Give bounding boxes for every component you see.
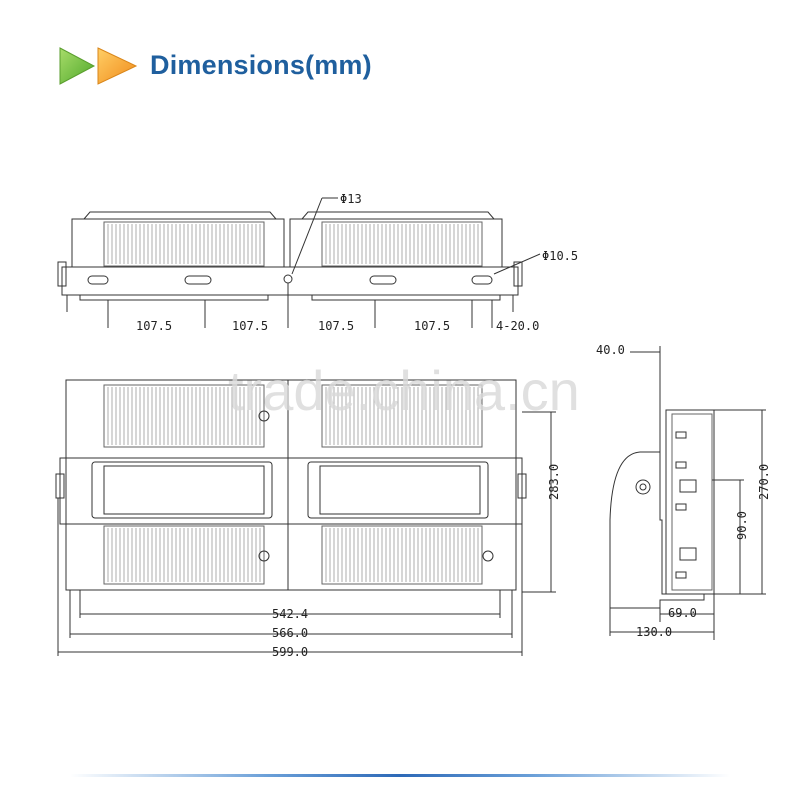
spacing-label-2: 107.5 — [232, 319, 268, 333]
side-view — [609, 346, 766, 640]
hole-label-13: Φ13 — [340, 192, 362, 206]
spacing-label-1: 107.5 — [136, 319, 172, 333]
hole-label-10-5: Φ10.5 — [542, 249, 578, 263]
width-label-1: 542.4 — [272, 607, 308, 621]
heatsink-fins — [325, 528, 479, 582]
heatsink-fins — [325, 387, 479, 445]
side-offset-label: 40.0 — [596, 343, 625, 357]
top-view — [57, 197, 541, 328]
front-view — [55, 379, 556, 656]
heatsink-fins — [107, 528, 261, 582]
footer-divider — [70, 774, 730, 777]
width-label-3: 599.0 — [272, 645, 308, 659]
page-title: Dimensions(mm) — [150, 50, 372, 80]
watermark-text: trade.china.cn — [228, 359, 580, 422]
side-depth-inner-label: 69.0 — [668, 606, 697, 620]
heatsink-fins — [325, 224, 479, 264]
side-depth-total-label: 130.0 — [636, 625, 672, 639]
heatsink-fins — [107, 387, 261, 445]
side-height-label: 270.0 — [757, 464, 771, 500]
heatsink-fins — [107, 224, 261, 264]
side-lower-height-label: 90.0 — [735, 511, 749, 540]
spacing-label-4: 107.5 — [414, 319, 450, 333]
height-label: 283.0 — [547, 464, 561, 500]
slot-label: 4-20.0 — [496, 319, 539, 333]
width-label-2: 566.0 — [272, 626, 308, 640]
play-arrows-logo — [59, 47, 138, 85]
spacing-label-3: 107.5 — [318, 319, 354, 333]
